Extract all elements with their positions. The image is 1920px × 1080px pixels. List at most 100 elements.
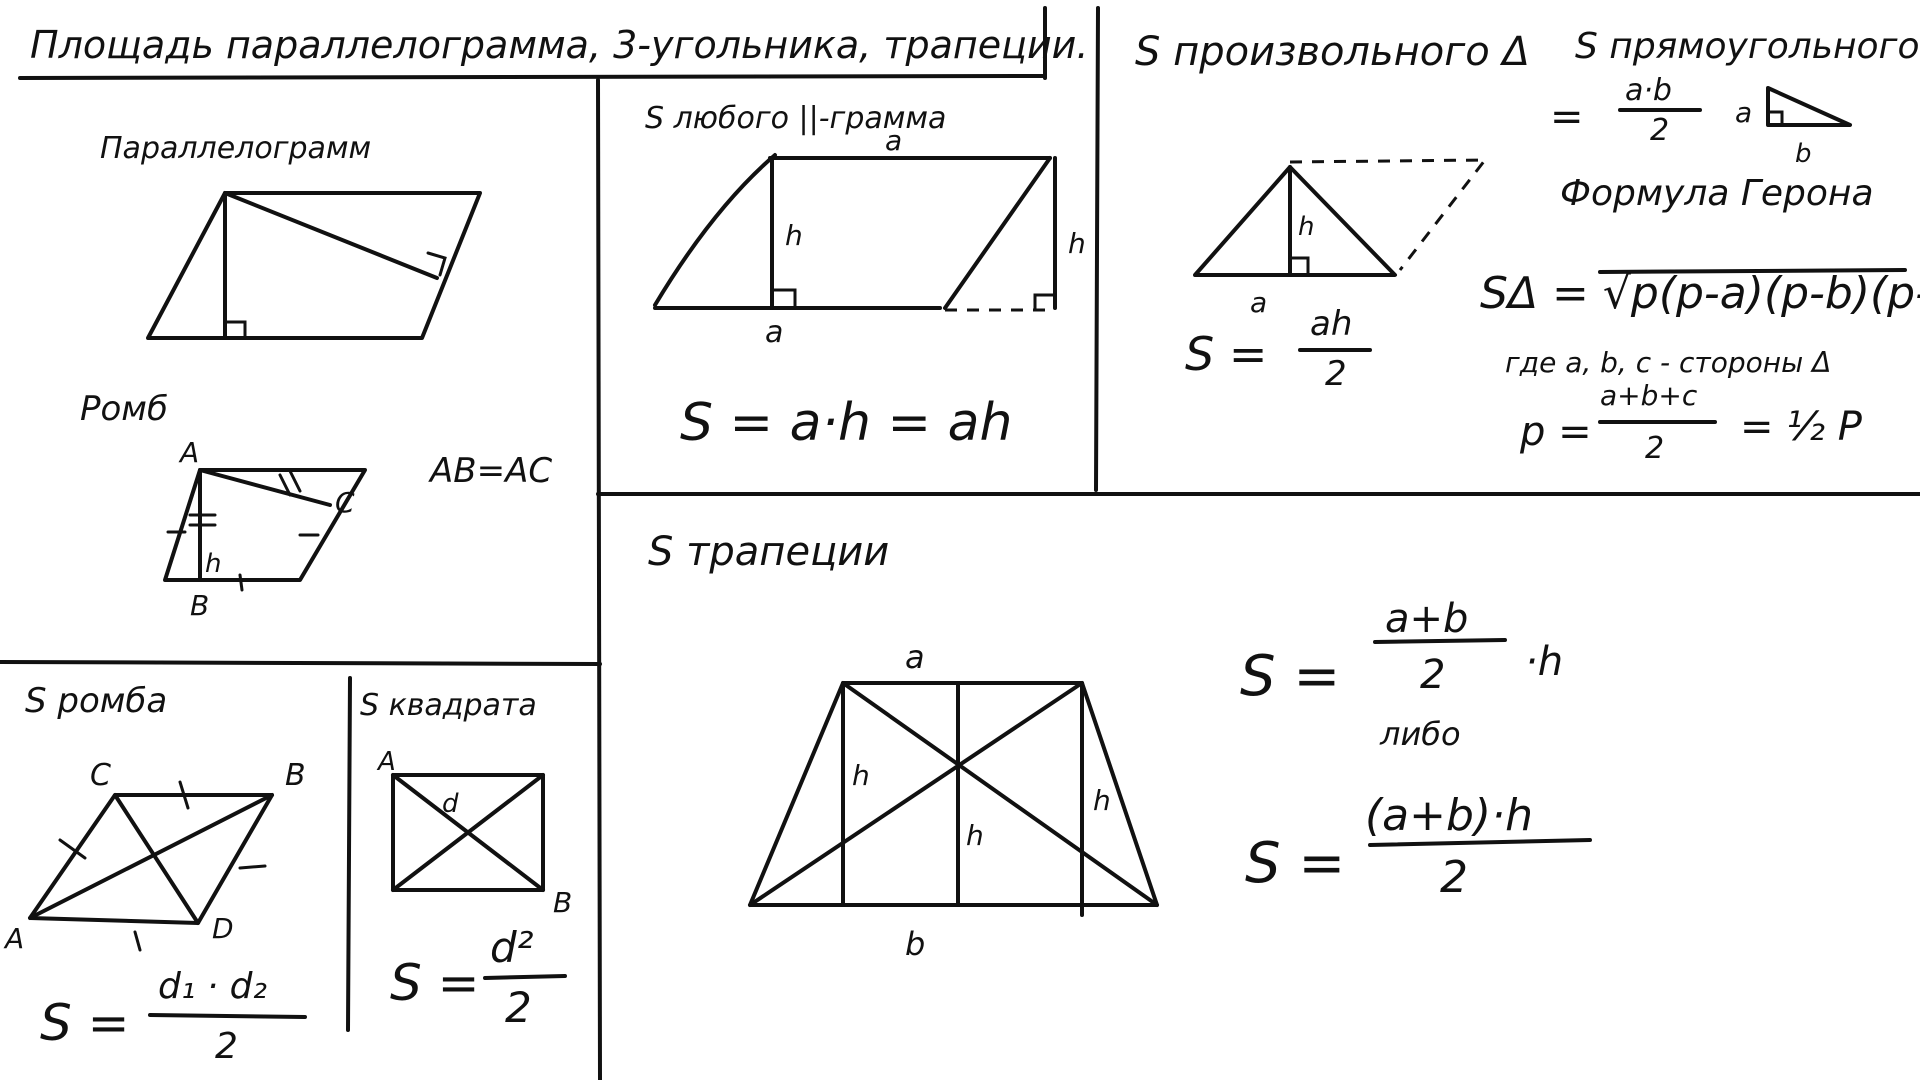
trapezoid-heading: S трапеции xyxy=(648,529,889,575)
trapezoid-formula1-rhs: ·h xyxy=(1525,639,1563,685)
triangle-section: S произвольного Δ h a S = ah 2 xyxy=(1135,29,1530,394)
right-triangle-section: S прямоугольного Δ = = a·b 2 a b xyxy=(1550,26,1920,169)
root-bar xyxy=(1598,268,1907,274)
rhombus-diagonal xyxy=(113,793,200,925)
divider-rhombus-square xyxy=(346,676,352,1032)
right-angle-mark xyxy=(1766,110,1784,127)
right-triangle-heading: S прямоугольного Δ = xyxy=(1575,26,1920,67)
parallelogram-shape xyxy=(146,191,482,340)
rhombus-formula-num: d₁ · d₂ xyxy=(158,966,267,1007)
triangle-formula-num: ah xyxy=(1310,304,1352,344)
heron-heading: Формула Герона xyxy=(1560,173,1874,214)
tick-mark xyxy=(288,469,302,493)
right-triangle-shape xyxy=(1766,86,1852,127)
tick-mark xyxy=(278,473,292,497)
label-b: b xyxy=(905,925,925,963)
parallelogram-section: Параллелограмм xyxy=(100,131,482,340)
label-h-inner: h xyxy=(785,219,803,252)
right-angle-mark xyxy=(426,251,447,277)
heron-p-den: 2 xyxy=(1645,431,1664,466)
label-b: B xyxy=(285,758,306,793)
trapezoid-formula2-num: (a+b)·h xyxy=(1365,790,1533,841)
trapezoid-formula1-lhs: S = xyxy=(1240,644,1340,709)
heron-p-lhs: p = xyxy=(1519,409,1592,455)
any-parallelogram-formula: S = a·h = ah xyxy=(680,393,1012,453)
heron-section: Формула Герона SΔ = √p(p-a)(p-b)(p-c) гд… xyxy=(1480,173,1920,466)
fraction-bar xyxy=(1368,838,1592,847)
label-b: b xyxy=(1795,139,1812,169)
right-angle-mark xyxy=(223,320,247,340)
trapezoid-formula1-num: a+b xyxy=(1385,596,1468,642)
tick-mark xyxy=(238,864,267,870)
square-formula-num: d² xyxy=(490,923,534,972)
rhombus-formula-lhs: S = xyxy=(40,994,130,1052)
label-h-mid: h xyxy=(966,819,984,852)
rhombus-small-heading: Ромб xyxy=(80,389,168,429)
fraction-bar xyxy=(148,1013,307,1019)
parallelogram-left-side xyxy=(653,153,777,307)
label-a-top: a xyxy=(885,124,902,157)
label-a: a xyxy=(1735,96,1752,129)
label-a: a xyxy=(905,638,925,676)
heron-note: где a, b, c - стороны Δ xyxy=(1505,346,1831,379)
divider-vertical-right xyxy=(1094,6,1100,492)
label-h-outer: h xyxy=(1068,227,1086,260)
label-b: B xyxy=(190,589,209,622)
right-angle-mark xyxy=(1033,293,1057,312)
trapezoid-diagonal xyxy=(841,681,1159,907)
parallelogram-height-to-side xyxy=(223,191,439,280)
fraction-bar xyxy=(1373,638,1507,644)
tick-mark xyxy=(133,930,142,952)
square-formula-lhs: S = xyxy=(390,954,480,1012)
rhombus-small-equality: AB=AC xyxy=(428,451,552,491)
right-triangle-num: a·b xyxy=(1625,73,1672,108)
square-shape xyxy=(391,773,545,892)
right-angle-mark xyxy=(770,288,797,310)
dividers xyxy=(0,6,1920,1080)
parallelogram-heading: Параллелограмм xyxy=(100,131,371,166)
label-d: D xyxy=(212,912,234,945)
fraction-bar xyxy=(483,974,567,980)
square-diagonal xyxy=(391,773,545,892)
tick-mark xyxy=(178,780,190,810)
label-a: a xyxy=(1250,286,1267,319)
triangle-formula-den: 2 xyxy=(1325,354,1347,394)
any-parallelogram-heading: S любого ||-грамма xyxy=(645,101,946,136)
page-title: Площадь параллелограмма, 3-угольника, тр… xyxy=(30,23,1088,67)
rhombus-small-shape xyxy=(163,468,367,582)
right-angle-mark xyxy=(1288,256,1310,277)
square-heading: S квадрата xyxy=(360,688,537,723)
label-a: A xyxy=(178,436,199,469)
triangle-completion xyxy=(1289,158,1489,271)
divider-horizontal-left xyxy=(0,660,602,666)
triangle-formula-lhs: S = xyxy=(1185,327,1267,381)
heron-p-rhs: = ½ P xyxy=(1740,404,1863,450)
label-a: A xyxy=(376,747,396,777)
trapezoid-diagonal xyxy=(748,681,1084,907)
tick-mark xyxy=(58,838,87,860)
tick-mark xyxy=(238,573,244,592)
square-formula-den: 2 xyxy=(505,983,532,1032)
divider-vertical-left xyxy=(596,78,602,1080)
rhombus-section: S ромба A B C D S = d₁ · d₂ 2 xyxy=(3,681,307,1067)
square-section: S квадрата A B d S = d² 2 xyxy=(360,688,572,1032)
trapezoid-formula1-den: 2 xyxy=(1420,652,1445,698)
triangle-heading: S произвольного Δ xyxy=(1135,29,1530,75)
label-b: B xyxy=(553,886,572,919)
label-h-right: h xyxy=(1093,784,1111,817)
rhombus-formula-den: 2 xyxy=(215,1026,238,1067)
trapezoid-or: либо xyxy=(1379,715,1461,753)
any-parallelogram-section: S любого ||-грамма a a h h S = a·h = ah xyxy=(645,101,1086,453)
label-h: h xyxy=(205,549,221,579)
label-d: d xyxy=(442,789,459,819)
triangle-shape xyxy=(1193,165,1397,277)
label-h: h xyxy=(1298,212,1314,242)
title-underline xyxy=(18,74,1047,80)
right-triangle-prefix: = xyxy=(1550,94,1584,140)
parallelogram-right-side xyxy=(943,156,1052,310)
label-h-left: h xyxy=(852,759,870,792)
label-c: C xyxy=(90,758,111,793)
right-triangle-den: 2 xyxy=(1650,113,1669,148)
label-a: A xyxy=(3,922,24,955)
